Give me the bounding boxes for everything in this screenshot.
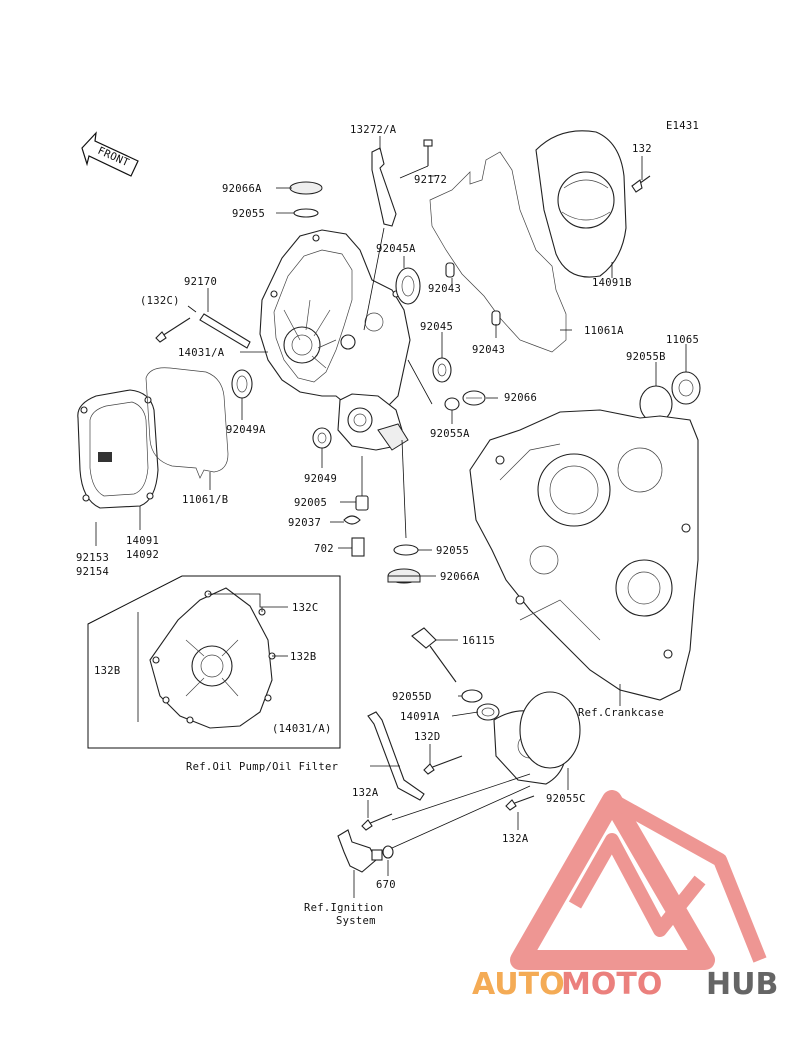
plug-92066: [462, 390, 486, 406]
dowel-92043-b: [491, 310, 501, 326]
label-92043-b: 92043: [472, 344, 505, 356]
label-92045a: 92045A: [376, 243, 416, 255]
label-14091b: 14091B: [592, 277, 632, 289]
label-92154: 92154: [76, 566, 109, 578]
label-132b-right: 132B: [290, 651, 317, 663]
automotohub-watermark: AUTO MOTO HUB: [472, 967, 778, 1002]
label-11061b: 11061/B: [182, 494, 228, 506]
label-92005: 92005: [294, 497, 327, 509]
seal-92049-a: [231, 369, 253, 399]
label-132a-right: 132A: [502, 833, 529, 845]
oring-92055-d: [461, 689, 483, 703]
front-arrow-icon: FRONT: [81, 131, 139, 177]
label-11061a: 11061A: [584, 325, 624, 337]
oil-pipe: [367, 711, 425, 801]
inset-frame: [87, 575, 341, 749]
label-92049a: 92049A: [226, 424, 266, 436]
label-14091: 14091: [126, 535, 159, 547]
label-92055c: 92055C: [546, 793, 586, 805]
label-92153: 92153: [76, 552, 109, 564]
label-14031a: 14031/A: [178, 347, 225, 359]
label-670: 670: [376, 879, 396, 891]
bolt-92172: [423, 139, 433, 166]
label-92037: 92037: [288, 517, 321, 529]
oring-670: [382, 845, 394, 859]
label-132b-left: 132B: [94, 665, 121, 677]
label-ref-ignition-1: Ref.Ignition: [304, 902, 383, 914]
label-92170: 92170: [184, 276, 217, 288]
oring-92055-mid: [393, 544, 419, 556]
oring-92055-c: [519, 691, 581, 769]
clip-92037: [343, 515, 361, 525]
label-92055b: 92055B: [626, 351, 666, 363]
bolt-132d: [423, 755, 463, 775]
diagram-code: E1431: [666, 120, 699, 132]
label-132c-paren: (132C): [140, 295, 180, 307]
lever-13272-a: [371, 147, 397, 227]
gasket-11061-a: [429, 151, 567, 353]
crankcase-cover-14031-a: [259, 229, 411, 451]
label-92066a-mid: 92066A: [440, 571, 480, 583]
bearing-92045: [432, 357, 452, 383]
ignition-sensor: [337, 829, 383, 873]
label-132a-left: 132A: [352, 787, 379, 799]
bolt-132a-right: [505, 795, 535, 811]
label-92055d: 92055D: [392, 691, 432, 703]
cover-plate-14091-b: [535, 130, 627, 278]
dowel-92043-a: [445, 262, 455, 278]
watermark-hub: HUB: [706, 967, 778, 1002]
bolt-132: [631, 175, 651, 193]
label-14092: 14092: [126, 549, 159, 561]
clutch-cover-14091: [77, 389, 159, 509]
label-132-top: 132: [632, 143, 652, 155]
label-92055-mid: 92055: [436, 545, 469, 557]
dipstick-16115: [411, 627, 457, 683]
label-ref-crankcase: Ref.Crankcase: [578, 707, 664, 719]
shaft-92170: [199, 313, 251, 349]
label-14091a: 14091A: [400, 711, 440, 723]
bolt-132a-left: [361, 813, 393, 831]
label-92055-top: 92055: [232, 208, 265, 220]
plug-92066a-top: [289, 181, 323, 195]
label-13272a: 13272/A: [350, 124, 397, 136]
cap-14091-a: [476, 703, 500, 721]
label-16115: 16115: [462, 635, 495, 647]
label-132d: 132D: [414, 731, 441, 743]
label-92066: 92066: [504, 392, 537, 404]
bolt-132c-left: [155, 317, 191, 343]
label-92043-a: 92043: [428, 283, 461, 295]
label-ref-oil-pump: Ref.Oil Pump/Oil Filter: [186, 761, 338, 773]
watermark-auto: AUTO: [472, 967, 565, 1002]
leader-inset-132c: [208, 593, 288, 608]
part-labels: E1431 13272/A 92172 132 92066A 92055 920…: [76, 120, 699, 927]
label-92045: 92045: [420, 321, 453, 333]
label-92066a-top: 92066A: [222, 183, 262, 195]
label-92049: 92049: [304, 473, 337, 485]
fitting-92005: [355, 495, 369, 511]
label-14031a-paren: (14031/A): [272, 723, 332, 735]
oring-92055-top: [293, 208, 319, 218]
plug-92066a-mid: [387, 568, 421, 584]
inset-cover-14031-a: [149, 587, 276, 729]
seal-92049: [312, 427, 332, 449]
gasket-11061-b: [145, 367, 229, 479]
crankcase-body: [469, 409, 699, 701]
leader-lines: [95, 136, 687, 898]
label-92055a: 92055A: [430, 428, 470, 440]
oring-92055-a: [444, 397, 460, 411]
automotohub-logo-mark: [510, 790, 767, 970]
label-702: 702: [314, 543, 334, 555]
bearing-92045-a: [395, 267, 421, 305]
label-11065: 11065: [666, 334, 699, 346]
label-92172: 92172: [414, 174, 447, 186]
watermark-moto: MOTO: [561, 967, 662, 1002]
seal-11065: [671, 371, 701, 405]
label-ref-ignition-2: System: [336, 915, 376, 927]
label-132c-inset: 132C: [292, 602, 319, 614]
pipe-702: [351, 537, 365, 557]
